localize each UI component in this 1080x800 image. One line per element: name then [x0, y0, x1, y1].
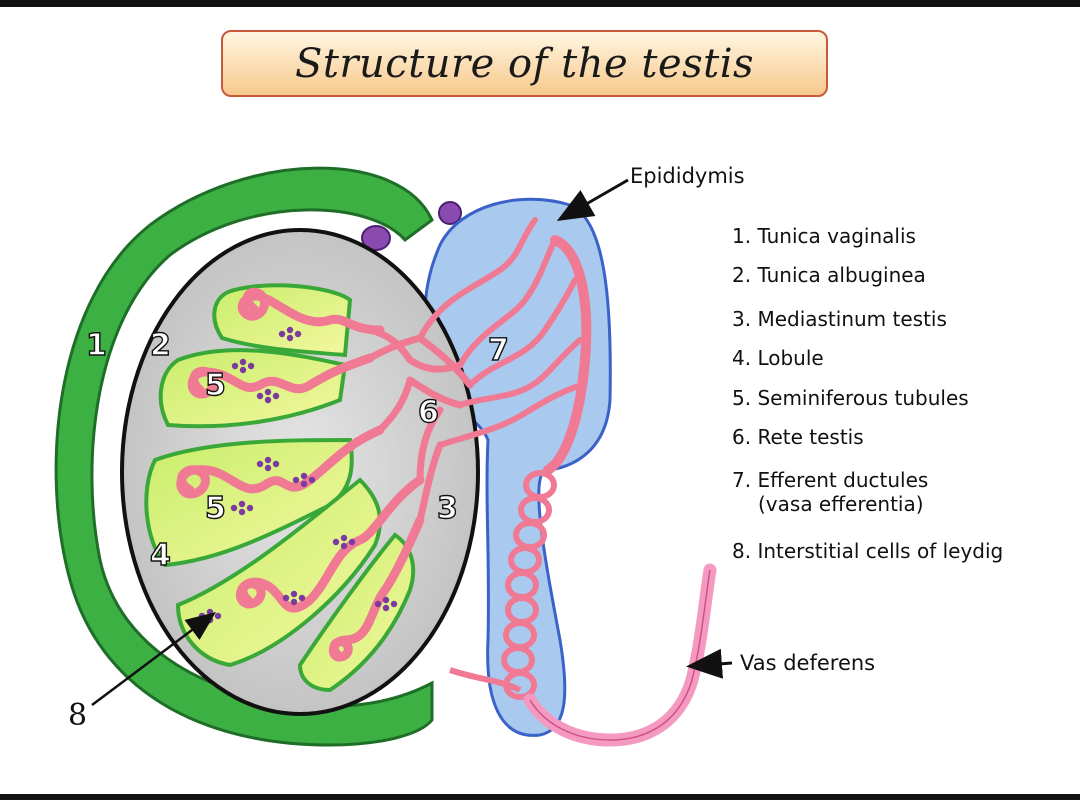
legend-item-5: 5. Seminiferous tubules [732, 386, 969, 410]
epididymis [423, 197, 612, 737]
diagram-title: Structure of the testis [294, 40, 755, 87]
efferent-ductules [417, 217, 585, 448]
tunica-vaginalis [54, 166, 434, 747]
bottom-frame-bar [0, 794, 1080, 800]
marker-8: 8 [68, 698, 87, 733]
legend-item-4: 4. Lobule [732, 346, 824, 370]
lobule-4 [175, 477, 382, 668]
legend-item-7: 7. Efferent ductules (vasa efferentia) [732, 468, 929, 516]
legend-item-7-continuation: (vasa efferentia) [758, 492, 924, 516]
marker-1: 1 [86, 328, 107, 363]
marker-6: 6 [418, 395, 439, 430]
tubule-5 [328, 515, 425, 662]
appendix-testis [361, 225, 391, 251]
legend-item-8: 8. Interstitial cells of leydig [732, 539, 1004, 563]
epididymis-tail-duct [449, 667, 522, 693]
marker-5b: 5 [205, 491, 226, 526]
vas-deferens-arrow [686, 648, 733, 679]
legend-item-2: 2. Tunica albuginea [732, 263, 926, 287]
marker-7: 7 [488, 333, 509, 368]
appendix-epididymis [438, 201, 462, 225]
title-banner: Structure of the testis [221, 30, 828, 97]
legend-item-6: 6. Rete testis [732, 425, 864, 449]
legend-item-1: 1. Tunica vaginalis [732, 224, 916, 248]
legend-item-3: 3. Mediastinum testis [732, 307, 947, 331]
epididymis-label: Epididymis [630, 164, 745, 188]
vas-deferens-outline [529, 569, 711, 741]
epididymis-arrow [556, 178, 629, 221]
rete-testis [366, 326, 474, 524]
marker-3: 3 [437, 491, 458, 526]
lobule-5 [297, 532, 416, 693]
epididymis-coils [501, 470, 557, 700]
marker-4: 4 [150, 538, 171, 573]
tubule-2 [187, 353, 375, 399]
marker-5a: 5 [205, 368, 226, 403]
marker-8-arrow [91, 612, 216, 706]
epididymis-duct [543, 235, 592, 475]
top-frame-bar [0, 0, 1080, 7]
marker-2: 2 [150, 328, 171, 363]
vas-deferens-label: Vas deferens [740, 651, 876, 675]
tubule-1 [237, 287, 385, 335]
tubule-4 [236, 475, 425, 613]
